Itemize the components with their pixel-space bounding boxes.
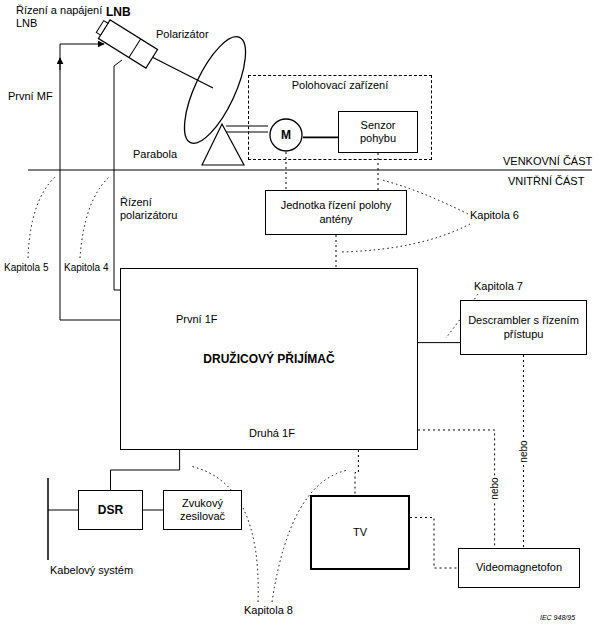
box-label: TV: [353, 526, 367, 539]
if-arrow: [60, 58, 61, 70]
box-label: První 1F: [176, 313, 218, 326]
if-wire: [60, 320, 120, 321]
process-box: DSR: [78, 490, 143, 530]
wire-connector: [303, 137, 338, 139]
box-label: Zvukový zesilovač: [168, 497, 237, 523]
motor-circle: M: [269, 118, 303, 152]
signal-label: Řízení a napájení LNB: [16, 4, 111, 30]
cable-bus: [47, 478, 49, 560]
box-label: M: [281, 128, 291, 142]
box-label: Polohovací zařízení: [292, 79, 389, 92]
figure-id: IEC 948/95: [540, 614, 575, 622]
chapter-callout: Kapitola 4: [64, 262, 108, 274]
process-box: Descrambler s řízením přístupu: [460, 300, 587, 355]
lnb-wire: [60, 44, 104, 320]
box-label: DSR: [98, 503, 123, 517]
box-label: Jednotka řízení polohy antény: [270, 199, 402, 225]
box-title: DRUŽICOVÝ PŘIJÍMAČ: [203, 352, 334, 366]
process-box: Jednotka řízení polohy antény: [265, 190, 407, 235]
process-box: Zvukový zesilovač: [163, 490, 242, 530]
dotted-connector: [286, 152, 287, 190]
part-name: Parabola: [133, 148, 177, 161]
receiver-box: První 1F DRUŽICOVÝ PŘIJÍMAČ Druhá 1F: [120, 268, 418, 450]
dotted-connector: [336, 235, 337, 268]
box-label: Senzor pohybu: [343, 119, 413, 145]
signal-label: Řízení polarizátoru: [120, 196, 192, 222]
tv-box: TV: [310, 495, 410, 570]
dotted-connector: [410, 518, 458, 569]
dotted-connector: [418, 430, 495, 548]
edge-label: nebo: [518, 439, 529, 463]
region-label: VNITŘNÍ ČÁST: [508, 175, 584, 188]
region-label: VENKOVNÍ ČÁST: [503, 155, 592, 168]
dotted-connector: [378, 153, 379, 190]
cable-wire: [48, 510, 78, 511]
signal-label: První MF: [8, 90, 53, 103]
wire-connector: [111, 450, 180, 490]
parabola-dish: [150, 29, 268, 165]
process-box: Videomagnetofon: [458, 548, 580, 588]
dotted-connector: [355, 450, 358, 495]
box-label: Videomagnetofon: [476, 561, 562, 574]
process-box: Senzor pohybu: [338, 111, 418, 153]
chapter-callout: Kapitola 7: [474, 280, 523, 293]
wire-connector: [143, 510, 163, 511]
edge-label: nebo: [489, 477, 500, 501]
box-label: Druhá 1F: [249, 427, 295, 440]
wire-connector: [418, 342, 460, 343]
chapter-callout: Kapitola 6: [470, 209, 519, 222]
chapter-callout: Kapitola 5: [4, 262, 48, 274]
part-name: Polarizátor: [156, 28, 209, 41]
signal-label: Kabelový systém: [50, 564, 133, 577]
lnb-symbol: [94, 17, 157, 68]
group-box: Polohovací zařízeníM Senzor pohybu: [248, 75, 432, 160]
boundary-line: [28, 170, 592, 171]
polarizer-wire: [114, 60, 122, 290]
box-label: Descrambler s řízením přístupu: [465, 314, 582, 340]
leader-lines: [28, 176, 478, 602]
chapter-callout: Kapitola 8: [244, 604, 293, 617]
part-name: LNB: [106, 5, 131, 19]
